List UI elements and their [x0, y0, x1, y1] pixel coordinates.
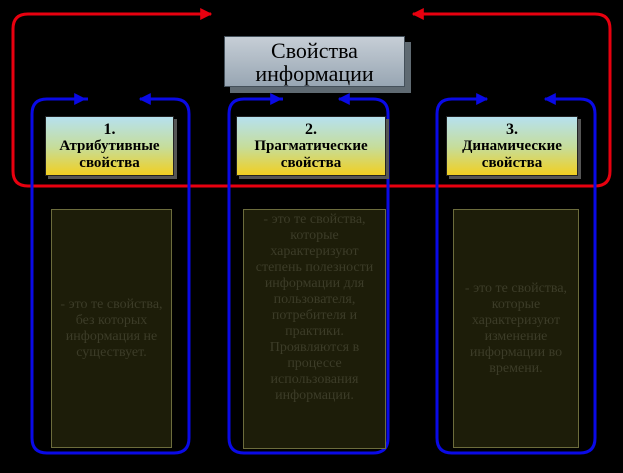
description-text: - это те свойства, которые характеризуют…: [464, 280, 568, 376]
category-number: 1.: [103, 120, 116, 138]
category-label: Динамические: [462, 137, 562, 154]
description-text: - это те свойства, которые характеризуют…: [255, 212, 374, 403]
diagram-title-line2: информации: [255, 60, 374, 86]
category-box-pragmatic: 2. Прагматические свойства: [236, 116, 386, 176]
category-label: свойства: [280, 154, 342, 171]
description-box-pragmatic: - это те свойства, которые характеризуют…: [243, 209, 386, 449]
diagram-title-line1: Свойства: [271, 37, 358, 63]
description-text: - это те свойства, без которых информаци…: [60, 296, 163, 360]
category-box-dynamic: 3. Динамические свойства: [446, 116, 578, 176]
category-number: 2.: [305, 120, 317, 138]
category-label: свойства: [481, 154, 543, 171]
description-box-dynamic: - это те свойства, которые характеризуют…: [453, 209, 579, 448]
category-box-attributive: 1. Атрибутивные свойства: [45, 116, 174, 176]
category-label: Прагматические: [254, 137, 368, 154]
description-box-attributive: - это те свойства, без которых информаци…: [51, 209, 172, 448]
diagram-title-box: Свойства информации: [224, 36, 405, 87]
category-label: свойства: [79, 154, 140, 171]
category-label: Атрибутивные: [59, 137, 160, 154]
category-number: 3.: [506, 120, 518, 138]
